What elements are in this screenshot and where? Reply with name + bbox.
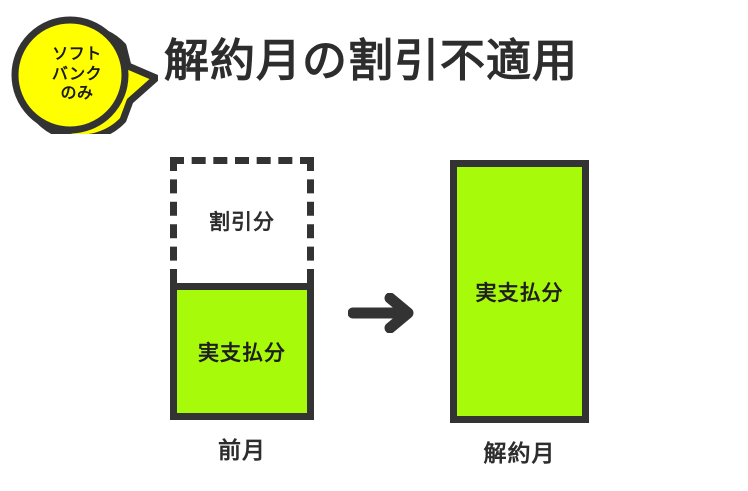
softbank-only-badge: ソフト バンク のみ xyxy=(6,16,158,134)
dashed-divider xyxy=(170,283,314,290)
column-previous-month: 割引分 実支払分 前月 xyxy=(170,157,314,465)
segment-discount: 割引分 xyxy=(170,157,314,283)
segment-discount-label: 割引分 xyxy=(209,210,275,234)
caption-cancellation-month: 解約月 xyxy=(483,440,556,466)
segment-actual-payment-previous: 実支払分 xyxy=(170,283,314,420)
caption-previous-month: 前月 xyxy=(218,437,266,463)
segment-actual-payment-cancellation: 実支払分 xyxy=(450,160,589,423)
column-cancellation-month: 実支払分 解約月 xyxy=(450,160,589,468)
segment-actual-payment-cancellation-label: 実支払分 xyxy=(475,281,564,305)
page-title: 解約月の割引不適用 xyxy=(164,35,579,86)
right-arrow-icon xyxy=(348,293,414,333)
segment-actual-payment-previous-label: 実支払分 xyxy=(198,341,286,365)
speech-bubble-icon xyxy=(11,16,158,134)
